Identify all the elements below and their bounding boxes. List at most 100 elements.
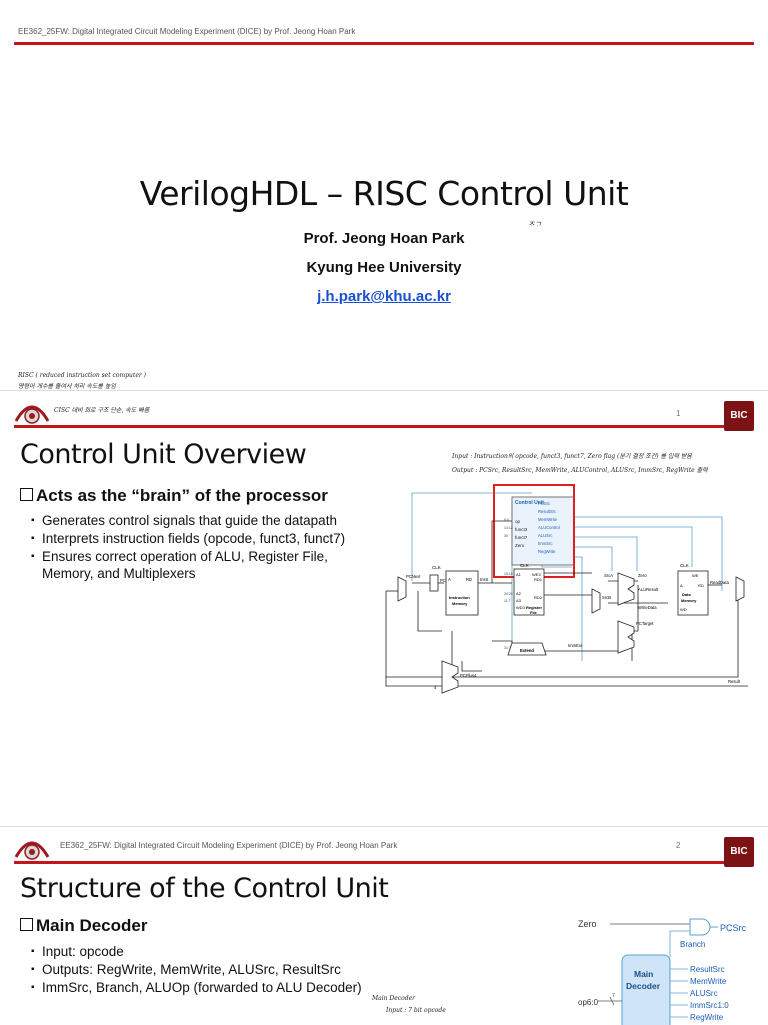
- bic-logo-icon: BIC: [724, 401, 754, 431]
- svg-text:14:12: 14:12: [504, 526, 513, 530]
- control-unit-box: [511, 496, 575, 566]
- slide-title-text: Structure of the Control Unit: [20, 873, 389, 904]
- register-file: [513, 568, 545, 616]
- cu-output: ImmSrc: [538, 541, 552, 546]
- university-logo-icon: [14, 841, 50, 860]
- svg-text:11:7: 11:7: [504, 599, 511, 603]
- svg-text:SrcB: SrcB: [602, 595, 611, 600]
- list-item: Input: opcode: [31, 943, 374, 960]
- svg-text:Branch: Branch: [680, 940, 705, 949]
- extend-unit: [507, 642, 547, 656]
- svg-text:Main: Main: [634, 969, 653, 979]
- university-logo-icon: [14, 405, 50, 424]
- datapath-diagram: Control Unit op funct3 funct7 Zero PCSrc…: [385, 484, 748, 694]
- slide-number: 2: [676, 841, 681, 850]
- university-name: Kyung Hee University: [306, 259, 462, 276]
- list-item: Interprets instruction fields (opcode, f…: [31, 530, 374, 547]
- data-memory: [677, 570, 709, 616]
- handwritten-input-note: Input : 7 bit opcode: [386, 1007, 446, 1014]
- svg-text:RD1: RD1: [534, 577, 543, 582]
- svg-text:19:15: 19:15: [504, 572, 513, 576]
- svg-text:Zero: Zero: [578, 919, 597, 929]
- pc-register: [429, 574, 439, 592]
- svg-text:A1: A1: [516, 572, 522, 577]
- header-rule: [14, 42, 754, 45]
- svg-text:24:20: 24:20: [504, 592, 513, 596]
- handwritten-output-note: Output : PCSrc, ResultSrc, MemWrite, ALU…: [452, 467, 708, 474]
- cu-input: funct3: [515, 527, 528, 532]
- svg-text:Instr: Instr: [480, 577, 489, 582]
- svg-text:A: A: [680, 583, 683, 588]
- alu-shape: [617, 572, 635, 606]
- list-item: Generates control signals that guide the…: [31, 512, 374, 529]
- slide-control-unit-overview: CISC 대비 회로 구조 단순, 속도 빠름 1 BIC Control Un…: [0, 390, 768, 801]
- header-rule: [14, 425, 754, 428]
- svg-text:RD2: RD2: [534, 595, 543, 600]
- handwritten-decoder-note: Main Decoder: [372, 995, 416, 1002]
- main-bullet-text: Main Decoder: [36, 916, 148, 935]
- cu-output: MemWrite: [538, 517, 558, 522]
- svg-text:Memory: Memory: [681, 598, 697, 603]
- slide-title-text: Control Unit Overview: [20, 439, 307, 470]
- svg-text:RD: RD: [466, 577, 472, 582]
- slide-structure-control-unit: EE362_25FW: Digital Integrated Circuit M…: [0, 826, 768, 1025]
- list-item: ImmSrc, Branch, ALUOp (forwarded to ALU …: [31, 979, 374, 996]
- svg-text:30: 30: [504, 534, 508, 538]
- bullet-list: Generates control signals that guide the…: [31, 512, 374, 583]
- email-link[interactable]: j.h.park@khu.ac.kr: [317, 288, 451, 305]
- svg-text:ALUSrc: ALUSrc: [690, 989, 718, 998]
- svg-text:Memory: Memory: [452, 601, 468, 606]
- svg-text:7: 7: [612, 993, 615, 999]
- svg-text:ALUResult: ALUResult: [638, 587, 659, 592]
- slide-title: EE362_25FW: Digital Integrated Circuit M…: [0, 0, 768, 390]
- handwritten-note-2: 명령어 개수를 줄여서 처리 속도를 높임: [18, 383, 116, 390]
- author-email[interactable]: j.h.park@khu.ac.kr: [0, 288, 768, 305]
- bic-logo-icon: BIC: [724, 837, 754, 867]
- svg-text:WE: WE: [692, 573, 699, 578]
- cu-output: RegWrite: [538, 549, 556, 554]
- instruction-memory: [445, 570, 479, 616]
- svg-text:ImmExt: ImmExt: [568, 643, 583, 648]
- handwritten-note-1: RISC ( reduced instruction set computer …: [18, 372, 147, 379]
- control-unit-title: Control Unit: [515, 500, 544, 506]
- bullet-list: Input: opcode Outputs: RegWrite, MemWrit…: [31, 943, 374, 997]
- svg-text:CLK: CLK: [520, 563, 529, 568]
- svg-text:4: 4: [434, 685, 437, 690]
- svg-text:A2: A2: [516, 591, 522, 596]
- cu-input: op: [515, 519, 521, 524]
- svg-text:PCNext: PCNext: [406, 574, 421, 579]
- svg-text:Extend: Extend: [520, 648, 534, 653]
- svg-text:WE3: WE3: [532, 572, 541, 577]
- svg-text:Instruction: Instruction: [449, 595, 470, 600]
- handwritten-scribble: ᄌᆞᄀᆞ: [528, 221, 541, 229]
- main-bullet: Main Decoder: [20, 916, 147, 936]
- svg-text:ResultSrc: ResultSrc: [690, 965, 725, 974]
- svg-text:File: File: [530, 610, 538, 615]
- slide-number: 1: [676, 409, 681, 418]
- checkbox-bullet-icon: [20, 918, 33, 931]
- header-rule: [14, 861, 754, 864]
- cu-output: ResultSrc: [538, 509, 556, 514]
- main-bullet-text: Acts as the “brain” of the processor: [36, 486, 328, 505]
- author-name: Prof. Jeong Hoan Park: [303, 230, 465, 247]
- svg-text:ImmSrc1:0: ImmSrc1:0: [690, 1001, 729, 1010]
- checkbox-bullet-icon: [20, 488, 33, 501]
- svg-text:CLK: CLK: [680, 563, 689, 568]
- list-item: Outputs: RegWrite, MemWrite, ALUSrc, Res…: [31, 961, 374, 978]
- svg-text:Decoder: Decoder: [626, 981, 661, 991]
- handwritten-input-note: Input : Instruction의 opcode, funct3, fun…: [452, 453, 692, 460]
- svg-text:PCTarget: PCTarget: [636, 621, 654, 626]
- svg-text:Result: Result: [728, 679, 741, 684]
- svg-text:RD: RD: [698, 583, 704, 588]
- cu-output: ALUControl: [538, 525, 560, 530]
- main-decoder-diagram: Zero PCSrc Branch Main Decoder op6:0 7 R…: [578, 918, 747, 1025]
- list-item: Ensures correct operation of ALU, Regist…: [31, 548, 374, 582]
- slide-header-text: EE362_25FW: Digital Integrated Circuit M…: [60, 841, 398, 850]
- svg-text:PC: PC: [440, 578, 446, 583]
- cu-input: funct7: [515, 535, 528, 540]
- svg-text:A3: A3: [516, 598, 522, 603]
- svg-text:SrcA: SrcA: [604, 573, 613, 578]
- svg-text:CLK: CLK: [432, 565, 441, 570]
- svg-text:31:7: 31:7: [504, 646, 511, 650]
- svg-text:op6:0: op6:0: [578, 998, 599, 1007]
